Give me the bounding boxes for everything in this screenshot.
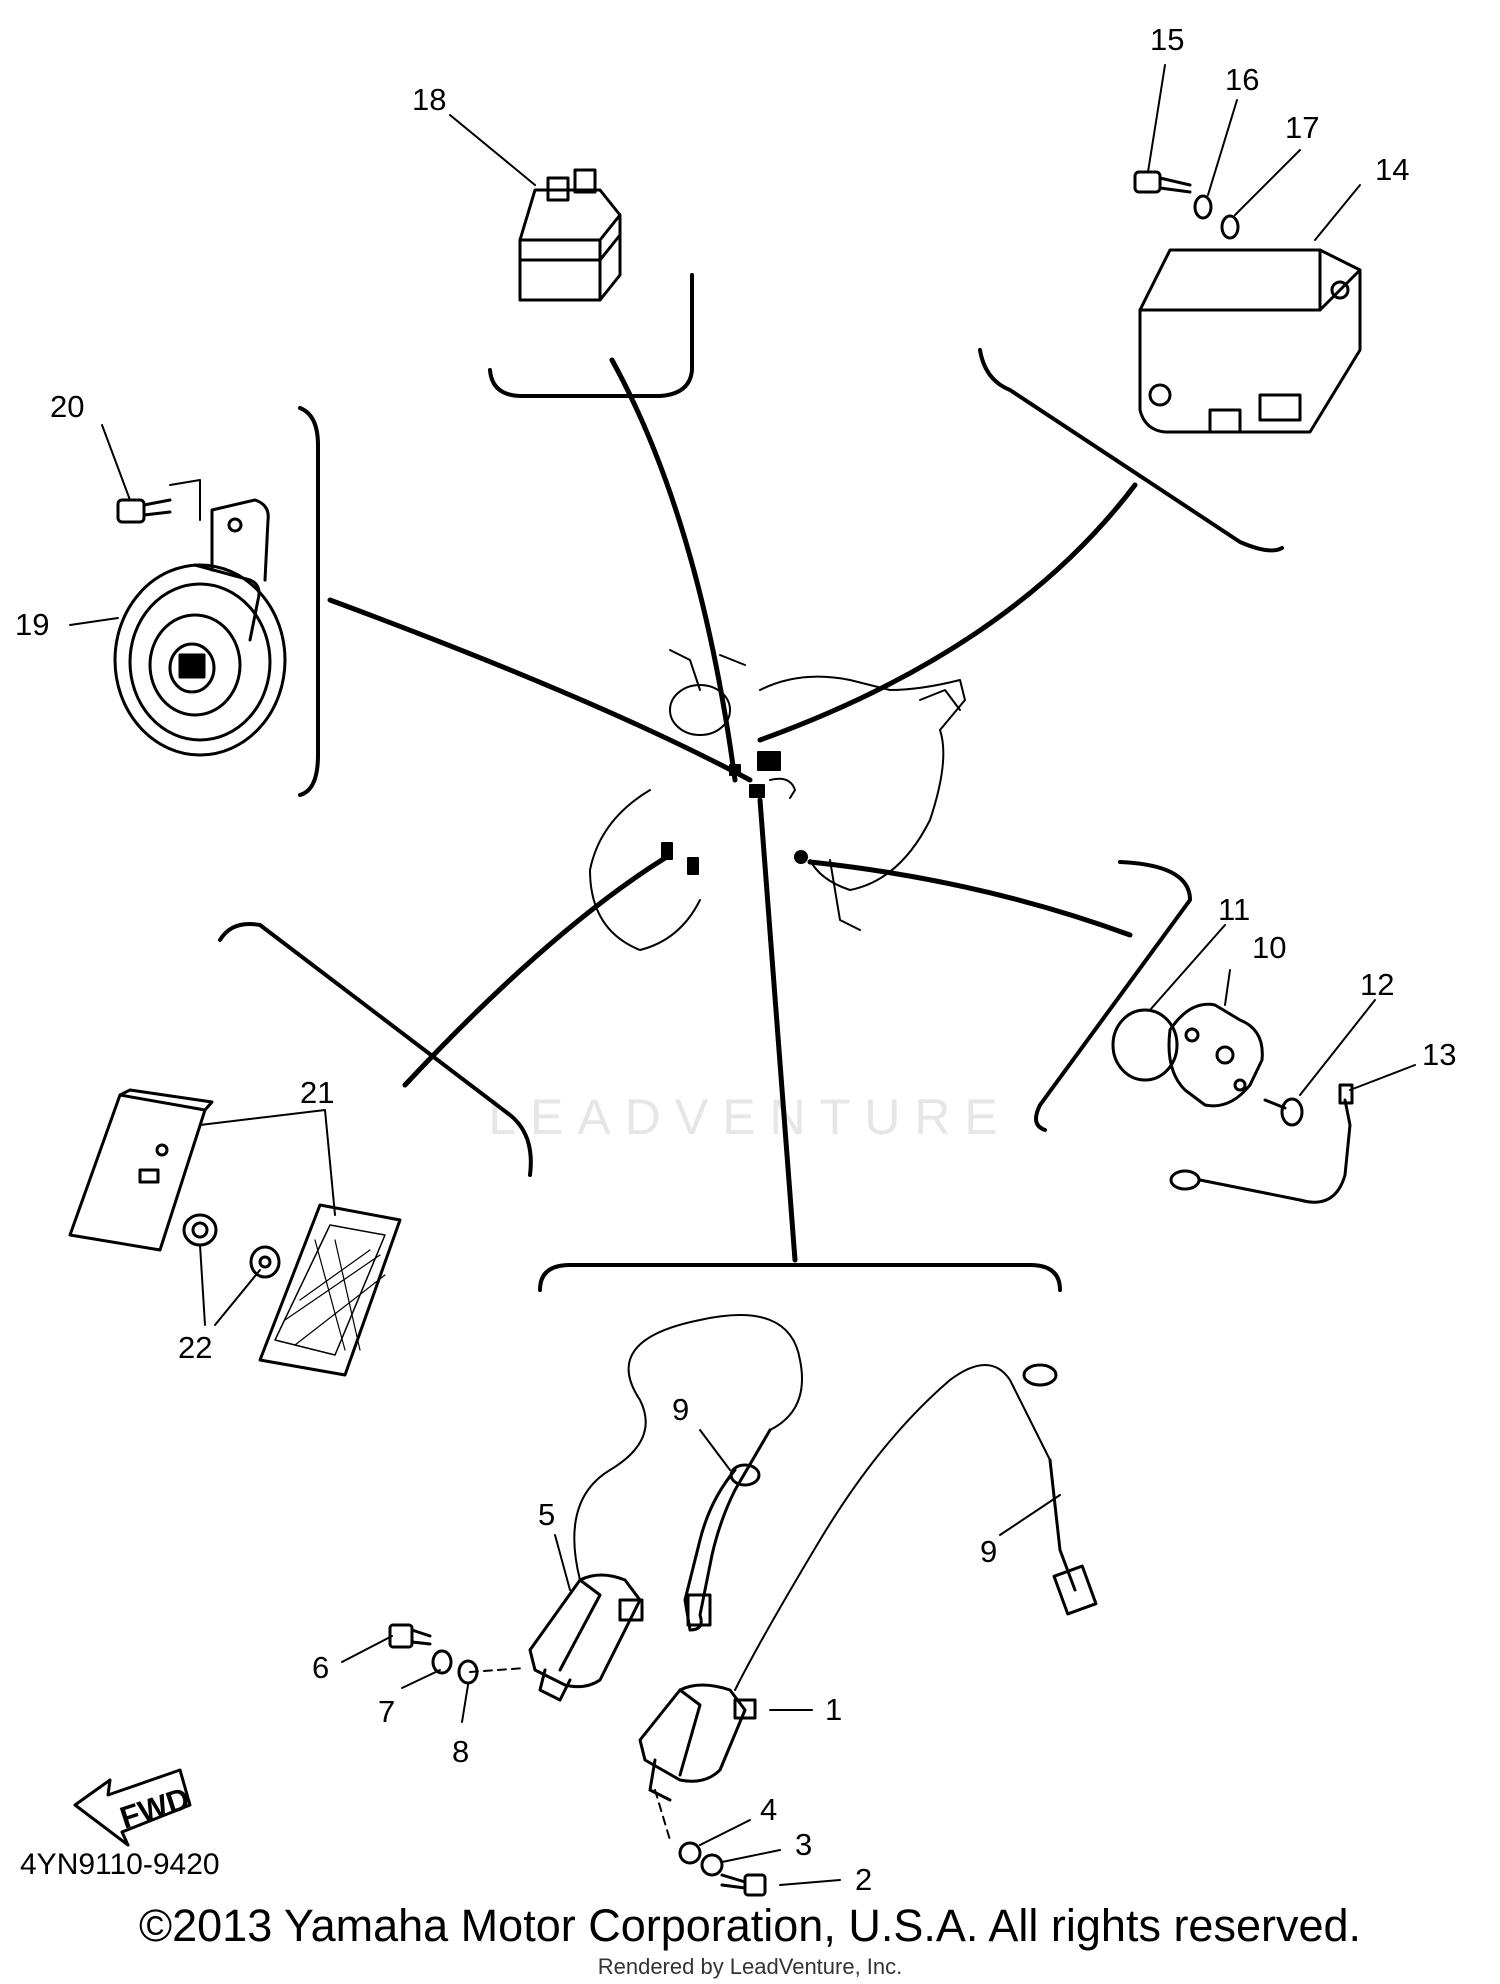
- callout-21: 21: [300, 1075, 334, 1110]
- bolt-part-6: [388, 1623, 432, 1649]
- callout-16: 16: [1225, 62, 1259, 97]
- watermark: LEADVENTURE: [488, 1089, 1012, 1145]
- dashed-guide: [469, 1667, 671, 1841]
- bolt-part-2: [720, 1873, 767, 1897]
- callout-leaders: [69, 64, 1416, 1886]
- fwd-arrow-icon: FWD: [73, 1768, 194, 1847]
- washer-part-17: [1220, 214, 1240, 240]
- bolt-part-20: [116, 479, 201, 524]
- washer-part-16: [1193, 194, 1213, 220]
- callout-19: 19: [15, 607, 49, 642]
- rendered-by: Rendered by LeadVenture, Inc.: [597, 1954, 903, 1979]
- callout-14: 14: [1375, 152, 1409, 187]
- callout-3: 3: [795, 1827, 812, 1862]
- lock-washer-part-7: [431, 1649, 453, 1675]
- bolt-part-15: [1133, 170, 1192, 194]
- relay-part-18: [518, 168, 622, 302]
- callout-20: 20: [50, 389, 84, 424]
- callout-6: 6: [312, 1650, 329, 1685]
- copyright-notice: ©2013 Yamaha Motor Corporation, U.S.A. A…: [138, 1900, 1362, 1951]
- reflector-part-21: [68, 1088, 402, 1377]
- washer-part-4: [678, 1841, 702, 1865]
- ignition-coil-part-5: [528, 1314, 803, 1702]
- group-leaders: [327, 357, 1138, 1263]
- callout-15: 15: [1150, 22, 1184, 57]
- part-code: 4YN9110-9420: [20, 1848, 220, 1881]
- lead-wire-part-13: [1169, 1083, 1354, 1204]
- callout-4: 4: [760, 1792, 777, 1827]
- callout-9: 9: [672, 1392, 689, 1427]
- o-ring-part-11: [1111, 1008, 1179, 1082]
- ignition-coil-part-1: [638, 1364, 1051, 1802]
- callout-7: 7: [378, 1694, 395, 1729]
- sensor-part-10: [1167, 1002, 1264, 1108]
- callout-22: 22: [178, 1330, 212, 1365]
- lock-washer-part-3: [700, 1853, 724, 1877]
- callout-13: 13: [1422, 1037, 1456, 1072]
- motorcycle-outline: [589, 649, 966, 951]
- screw-part-12: [1263, 1097, 1304, 1127]
- callout-8: 8: [452, 1734, 469, 1769]
- callout-5: 5: [538, 1497, 555, 1532]
- control-unit-part-14: [1138, 248, 1362, 434]
- callout-11: 11: [1218, 892, 1250, 927]
- plug-cap-part-9: [683, 1363, 1098, 1632]
- horn-part-19: [113, 498, 287, 757]
- callout-12: 12: [1360, 967, 1394, 1002]
- nut-part-22: [182, 1213, 281, 1279]
- callout-10: 10: [1252, 930, 1286, 965]
- group-brackets: [218, 273, 1284, 1292]
- callout-9-right: 9: [980, 1534, 997, 1569]
- callout-17: 17: [1285, 110, 1319, 145]
- callout-2: 2: [855, 1862, 872, 1897]
- callout-1: 1: [825, 1692, 842, 1727]
- callout-18: 18: [412, 82, 446, 117]
